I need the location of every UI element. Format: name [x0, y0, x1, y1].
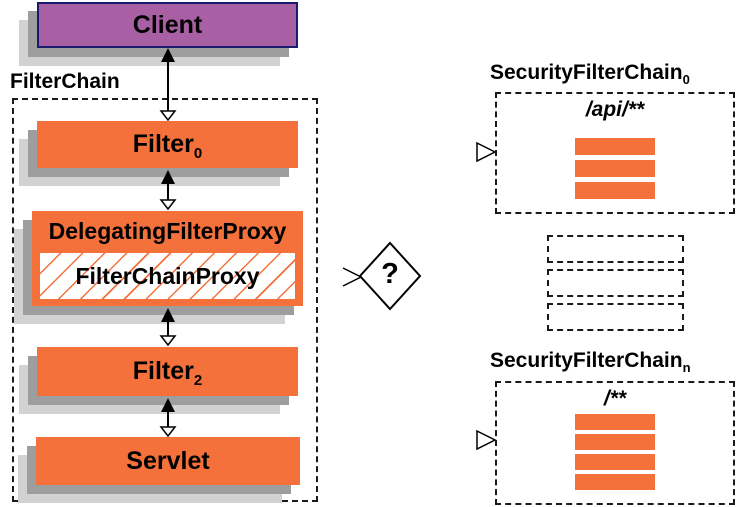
chain0-title-text: SecurityFilterChain [490, 61, 683, 84]
filter2-label: Filter2 [132, 357, 202, 389]
filter0-label-text: Filter [132, 130, 194, 158]
filter2-box: Filter2 [37, 347, 298, 396]
delegating-filter-proxy-box: DelegatingFilterProxy FilterChainProxy [32, 211, 303, 306]
arrowhead-into-chainN-icon [476, 429, 497, 451]
chainN-title-text: SecurityFilterChain [490, 349, 683, 372]
filter-bar [575, 160, 655, 177]
filter0-subscript: 0 [193, 145, 203, 162]
security-filter-chainN-box: /** [495, 381, 735, 505]
client-box: Client [37, 2, 298, 48]
ellipsis-chain-box [547, 269, 684, 297]
security-filter-chain0-title: SecurityFilterChain0 [490, 60, 690, 88]
filter2-subscript: 2 [193, 372, 203, 389]
filterchain-dashed-region [12, 98, 318, 502]
servlet-box: Servlet [36, 437, 300, 485]
filter-chain-proxy-box: FilterChainProxy [38, 251, 297, 301]
filter-bar [575, 474, 655, 490]
arrowhead-into-diamond-icon [342, 267, 363, 287]
chainN-url-pattern: /** [603, 387, 627, 410]
security-filter-chainN-title: SecurityFilterChainn [490, 348, 691, 376]
chain0-url-pattern: /api/** [585, 98, 645, 121]
chain0-filter-bars [575, 138, 655, 199]
client-label: Client [132, 10, 203, 39]
filter0-box: Filter0 [37, 121, 298, 168]
filter-bar [575, 414, 655, 430]
ellipsis-chain-box [547, 235, 684, 263]
filter-bar [575, 454, 655, 470]
delegating-filter-proxy-label: DelegatingFilterProxy [48, 217, 287, 244]
decision-question-label: ? [381, 258, 399, 290]
security-filter-chain0-box: /api/** [495, 92, 735, 214]
filter-bar [575, 182, 655, 199]
filter-chain-proxy-label: FilterChainProxy [75, 262, 260, 289]
ellipsis-chain-box [547, 303, 684, 331]
filterchain-label: FilterChain [10, 70, 120, 93]
chain0-subscript: 0 [682, 72, 690, 88]
filter0-label: Filter0 [132, 130, 202, 162]
chainN-subscript: n [682, 360, 691, 376]
arrowhead-up-filled-icon [161, 48, 175, 62]
arrowhead-into-chain0-icon [476, 141, 497, 163]
servlet-label: Servlet [126, 446, 210, 475]
chainN-filter-bars [575, 414, 655, 490]
ellipsis-chain-stack [547, 235, 684, 331]
filter-bar [575, 434, 655, 450]
filter-bar [575, 138, 655, 155]
filter2-label-text: Filter [132, 357, 194, 385]
